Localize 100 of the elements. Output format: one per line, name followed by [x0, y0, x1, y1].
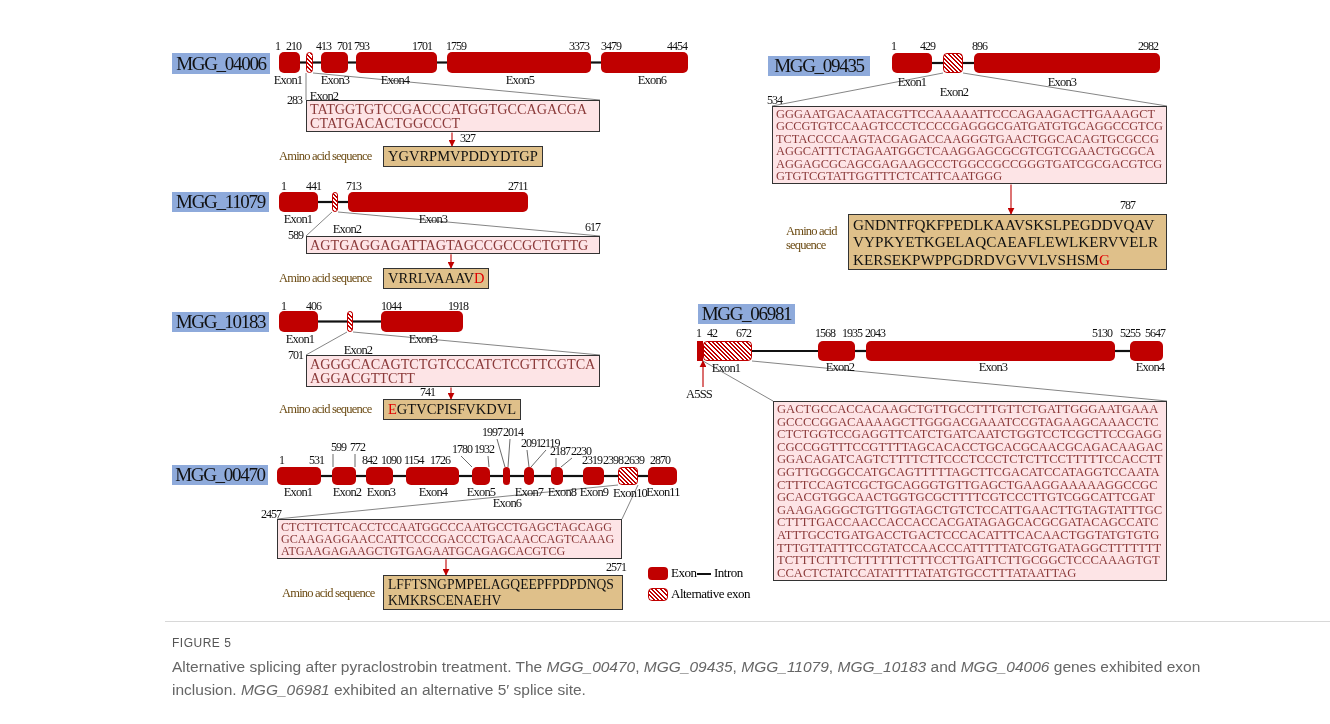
intron-line	[348, 61, 356, 64]
intron-line	[393, 474, 406, 478]
position-number: 1701	[412, 39, 432, 53]
position-number: 617	[585, 220, 600, 234]
position-number: 1	[696, 326, 701, 340]
zoom-line	[621, 484, 639, 520]
position-number: 1932	[474, 442, 494, 456]
nucleotide-sequence-box: TATGGTGTCCGACCCATGGTGCCAGACGACTATGACACTGGCCCT	[306, 100, 600, 133]
gene-name-tag: MGG_09435	[768, 56, 870, 76]
site-label: A5SS	[686, 387, 712, 402]
position-number: 1154	[404, 453, 424, 467]
position-number: 413	[316, 39, 331, 53]
amino-acid-sequence-box: EGTVCPISFVKDVL	[383, 399, 522, 420]
gene-name-tag: MGG_00470	[172, 465, 268, 485]
intron-line	[459, 474, 472, 478]
position-number: 589	[288, 228, 303, 242]
legend-label: Alternative exon	[671, 587, 750, 601]
exon-label: Exon3	[418, 212, 448, 226]
zoom-line	[305, 331, 348, 356]
intron-line	[353, 320, 381, 323]
exon-label: Exon2	[343, 343, 373, 357]
position-number: 1780	[452, 442, 472, 456]
position-number: 406	[306, 299, 321, 313]
exon-label: Exon5	[466, 485, 496, 499]
gene-name-tag: MGG_06981	[698, 304, 795, 324]
exon-label: Exon1	[711, 361, 741, 375]
zoom-line	[305, 211, 333, 237]
position-number: 2711	[508, 179, 528, 193]
position-number: 534	[767, 93, 782, 107]
intron-line	[510, 474, 524, 478]
exon-label: Exon3	[978, 360, 1008, 374]
intron-line	[855, 349, 866, 353]
gene-name-tag: MGG_10183	[172, 312, 269, 332]
position-number: 701	[288, 348, 303, 362]
position-number: 2870	[650, 453, 670, 467]
exon-label: Exon2	[309, 89, 339, 103]
exon-label: Exon9	[579, 485, 609, 499]
position-number: 1935	[842, 326, 862, 340]
position-number: 772	[350, 440, 365, 454]
intron-line	[318, 320, 347, 323]
position-number: 1918	[448, 299, 468, 313]
exon-bar	[697, 341, 703, 361]
position-number: 42	[707, 326, 717, 340]
figure-caption: Alternative splicing after pyraclostrobin treatment. The MGG_00470, MGG_09435, MGG_11079, MGG_10183 and MGG_04006 genes exhibited exon inclusion. MGG_06981 exhibited an alternative 5′ splice site.	[172, 657, 1202, 700]
position-number: 1726	[430, 453, 450, 467]
position-number: 3373	[569, 39, 589, 53]
position-number: 210	[286, 39, 301, 53]
position-number: 2982	[1138, 39, 1158, 53]
exon-label: Exon1	[283, 485, 313, 499]
position-number: 1	[279, 453, 284, 467]
position-number: 1	[281, 179, 286, 193]
position-number: 1	[891, 39, 896, 53]
arrow	[447, 253, 455, 269]
position-number: 701	[337, 39, 352, 53]
amino-acid-sequence-box: YGVRPMVPDDYDTGP	[383, 146, 543, 167]
intron-line	[752, 349, 818, 353]
exon-label: Exon1	[285, 332, 315, 346]
intron-line	[318, 200, 332, 204]
position-number: 1759	[446, 39, 466, 53]
position-number: 4454	[667, 39, 687, 53]
arrow	[1007, 183, 1015, 215]
exon-label: Exon4	[1135, 360, 1165, 374]
position-number: 2398	[603, 453, 623, 467]
position-number: 793	[354, 39, 369, 53]
position-number: 672	[736, 326, 751, 340]
intron-line	[490, 474, 503, 478]
amino-acid-sequence-box: LFFTSNGPMPELAGQEEPFPDPDNQSKMKRSCENAEHV	[383, 575, 623, 611]
intron-line	[313, 61, 321, 64]
exon-label: Exon2	[332, 222, 362, 236]
intron-line	[591, 61, 601, 64]
exon-label: Exon8	[547, 485, 577, 499]
exon-label: Exon1	[283, 212, 313, 226]
exon-label: Exon3	[408, 332, 438, 346]
exon-label: Exon6	[492, 496, 522, 510]
exon-label: Exon11	[646, 485, 680, 499]
gene-name-tag: MGG_04006	[172, 53, 270, 74]
exon-label: Exon10	[612, 486, 648, 500]
position-number: 2639	[624, 453, 644, 467]
position-number: 713	[346, 179, 361, 193]
zoom-line	[702, 360, 774, 402]
intron-line	[932, 61, 943, 65]
position-number: 2014	[503, 425, 523, 439]
position-number: 842	[362, 453, 377, 467]
exon-label: Exon3	[320, 73, 350, 87]
sequence-caption: Amino acid sequence	[786, 224, 838, 253]
intron-line	[563, 474, 583, 478]
exon-label: Exon5	[505, 73, 535, 87]
position-number: 741	[420, 385, 435, 399]
position-number: 5255	[1120, 326, 1140, 340]
exon-label: Exon3	[1047, 75, 1077, 89]
intron-line	[963, 61, 974, 65]
sequence-caption: Amino acid sequence	[279, 402, 373, 417]
position-number: 429	[920, 39, 935, 53]
exon-label: Exon2	[939, 85, 969, 99]
position-number: 5647	[1145, 326, 1165, 340]
nucleotide-sequence-box: AGTGAGGAGATTAGTAGCCGCCGCTGTTG	[306, 236, 600, 255]
exon-label: Exon4	[380, 73, 410, 87]
position-number: 896	[972, 39, 987, 53]
intron-line	[534, 474, 551, 478]
nucleotide-sequence-box: GACTGCCACCACAAGCTGTTGCCTTTGTTCTGATTGGGAATGAAAGCCCCGGACAAAAGCTTGGGACGAAATCCGTAGAAGCAAACCTCCTCTGGTCCGAGGTTCATCTGATCAATCTGGTCCTCGCTTCCGAGGCGCCGGTTTCCGTTTTAGCACACCTGCACGCAACGCAGACAAGACGGACAGATCAGTCTTTTCTTCCCTCCCTCTCTTCCTTTTTCCACCTTGGTTGCGGCCATGCAGTTTTTAGCTTCGACATCCATAGGTCCAATACTTTCCAGTCGCTGCAGGGTGTTGAGCTGAAGGAAAAAGGCCGCGCACGTGGCAACTGGTGCGCTTTTCGTCCCTTGTCGGCATTCGATGAAGAGGGCTGTTGGTAGCTGTCTCCATTGAACTTGTAGTATTTGCCTTTTGACCAACCACCACCACGATAGAGCACGCGATACAGCCATCATTTGCCTGATGACCTGACTCCCACATTTCACAACTGGTATGTGTGTTTGTTATTTCCGTATCCAACCCATTTTTATCGTGATAGGCTTTTTTTTCTTTCTTTCTTTTTTCTTTCCTTGATTCTTGCGGCTCCCAAAGTGTCCACTCTATCCATATTTTATATGTGCCTTTATAATTAG	[773, 401, 1167, 582]
